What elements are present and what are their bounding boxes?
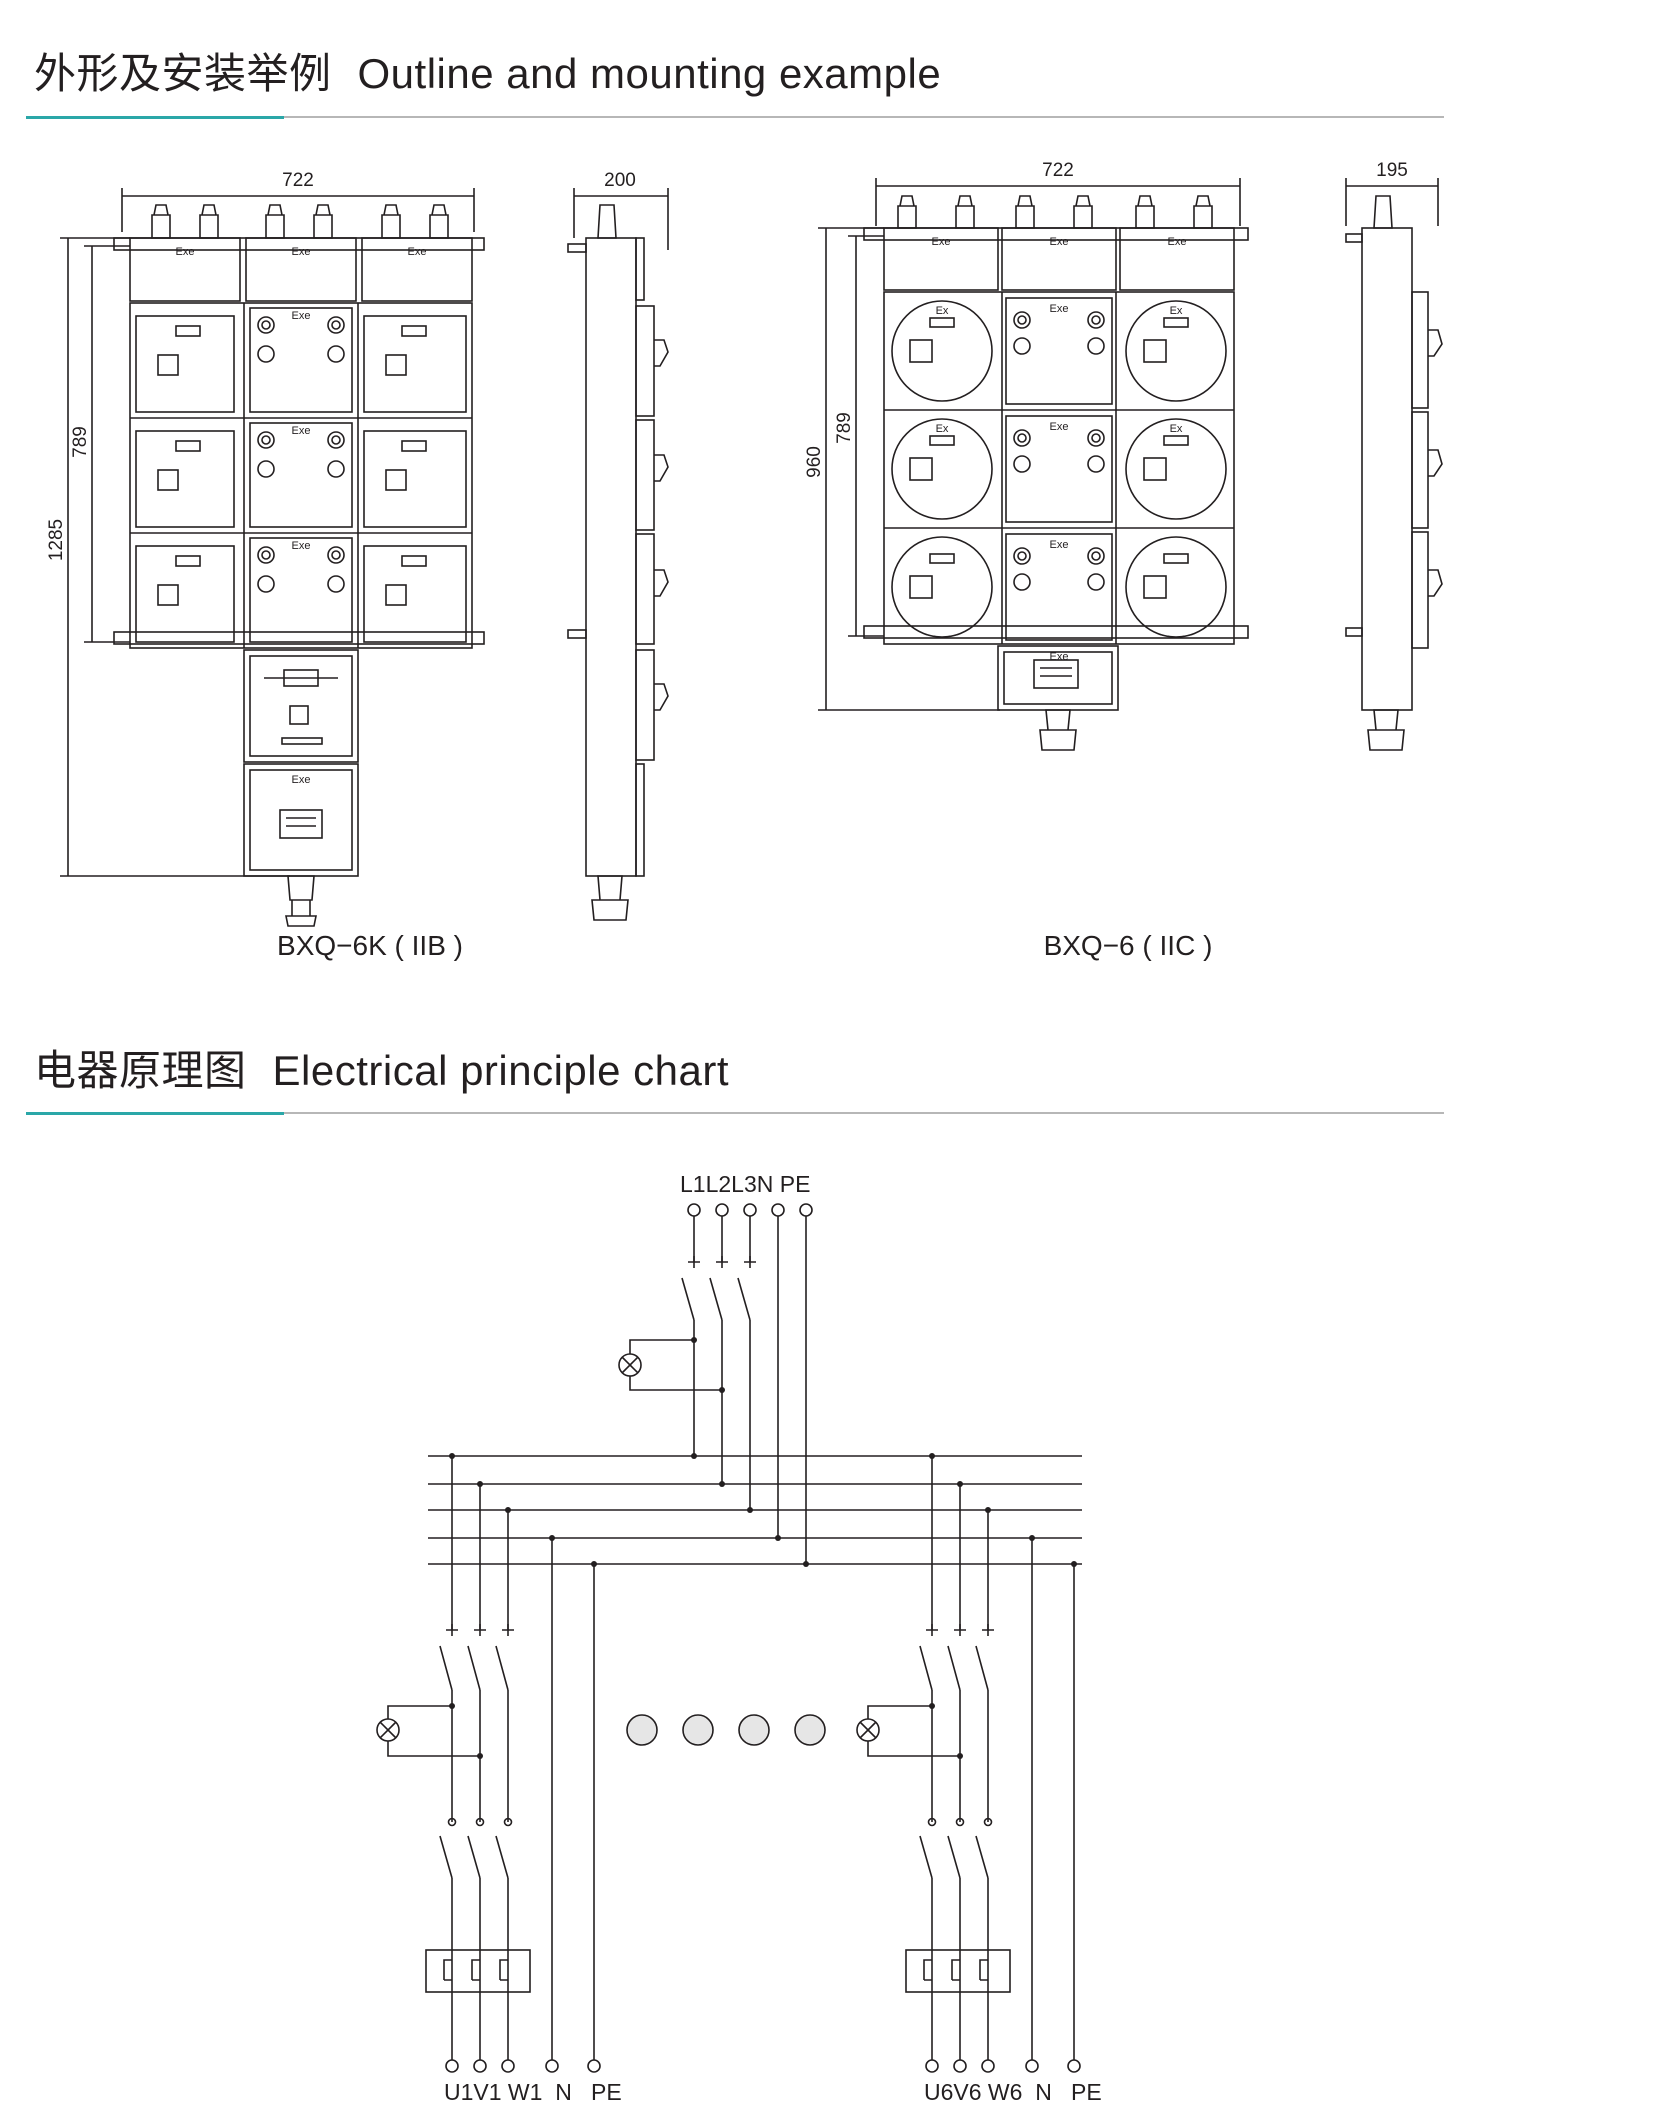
right-side-depth-label: 195 (1376, 160, 1408, 181)
right-box-label-5: Exe (1050, 421, 1069, 433)
outline-section-title: 外形及安装举例 Outline and mounting example (34, 40, 941, 101)
left-front-view (60, 188, 485, 927)
right-dial-label-2: Ex (1170, 305, 1183, 317)
left-box-label-7: Exe (292, 774, 311, 786)
left-side-depth-label: 200 (604, 170, 636, 191)
right-box-label-4: Exe (1050, 303, 1069, 315)
left-output-terminals-label: U1V1 W1 N PE (444, 2079, 622, 2105)
right-front-view (818, 178, 1249, 751)
right-front-labels: 722 789 960 Exe Exe Exe Exe Exe Exe Exe … (804, 160, 1212, 961)
left-total-height-label: 1285 (46, 519, 67, 561)
right-box-label-3: Exe (1168, 236, 1187, 248)
outline-divider (26, 116, 1444, 119)
chart-title-en: Electrical principle chart (272, 1047, 730, 1094)
left-inner-height-label: 789 (70, 426, 91, 458)
right-side-view (1345, 178, 1443, 751)
outline-title-zh: 外形及安装举例 (34, 50, 332, 97)
schematic-labels: L1L2L3N PE U1V1 W1 N PE U6V6 W6 N PE (444, 1171, 1102, 2105)
chart-title-zh: 电器原理图 (34, 1047, 247, 1094)
left-box-label-6: Exe (292, 540, 311, 552)
chart-divider (26, 1112, 1444, 1115)
right-dial-label-3: Ex (936, 423, 949, 435)
right-box-label-2: Exe (1050, 236, 1069, 248)
schematic-junctions (449, 1337, 1077, 1759)
outline-title-en: Outline and mounting example (357, 50, 942, 97)
left-box-label-1: Exe (176, 246, 195, 258)
input-terminals-label: L1L2L3N PE (680, 1171, 810, 1197)
left-box-label-4: Exe (292, 310, 311, 322)
right-total-height-label: 960 (804, 446, 825, 478)
right-caption: BXQ−6 ( IIC ) (1044, 930, 1213, 961)
left-width-label: 722 (282, 170, 314, 191)
electrical-schematic (376, 1203, 1082, 2073)
left-caption: BXQ−6K ( IIB ) (277, 930, 463, 961)
right-inner-height-label: 789 (834, 412, 855, 444)
right-dial-label-1: Ex (936, 305, 949, 317)
chart-section-title: 电器原理图 Electrical principle chart (34, 1037, 729, 1098)
left-box-label-5: Exe (292, 425, 311, 437)
right-box-label-6: Exe (1050, 539, 1069, 551)
left-side-view (567, 188, 669, 921)
right-box-label-7: Exe (1050, 651, 1069, 663)
left-box-label-2: Exe (292, 246, 311, 258)
right-width-label: 722 (1042, 160, 1074, 181)
right-box-label-1: Exe (932, 236, 951, 248)
left-box-label-3: Exe (408, 246, 427, 258)
right-dial-label-4: Ex (1170, 423, 1183, 435)
left-front-labels: 722 789 1285 Exe Exe Exe Exe Exe Exe Exe… (46, 170, 463, 961)
right-output-terminals-label: U6V6 W6 N PE (924, 2079, 1102, 2105)
